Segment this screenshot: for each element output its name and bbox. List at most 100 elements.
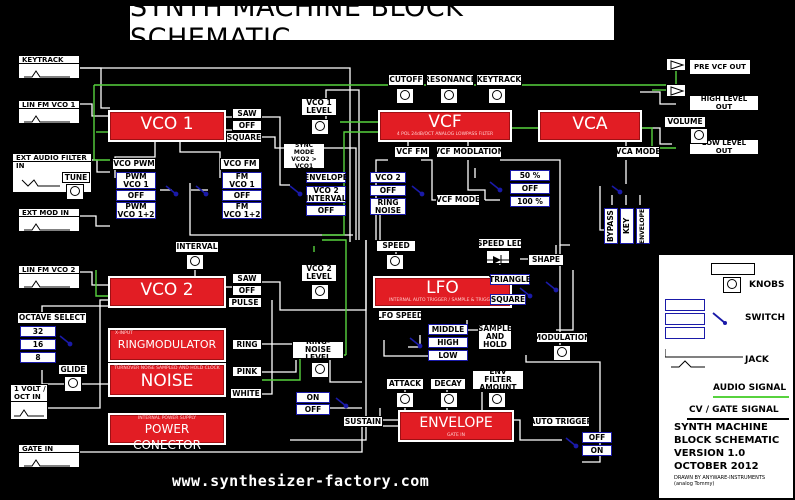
vco2-off-switch[interactable]: OFF [232, 285, 262, 296]
cutoff-label: CUTOFF [388, 74, 424, 86]
lin-fm-vco1-jack[interactable]: LIN FM VCO 1 [18, 100, 80, 124]
legend-jack-text: JACK [745, 355, 769, 365]
sustain-on-switch[interactable]: ON [296, 392, 330, 403]
vco-pwm-label: VCO PWM [112, 158, 156, 170]
ringmod-x-input: X-INPUT [115, 331, 133, 336]
website-footer[interactable]: www.synthesizer-factory.com [172, 472, 430, 490]
legend-line4: OCTOBER 2012 [674, 461, 759, 472]
pink-switch[interactable]: PINK [232, 366, 262, 377]
pwm-vco1-switch[interactable]: PWM VCO 1 [116, 172, 156, 189]
keytrack-input-jack[interactable]: KEYTRACK [18, 55, 80, 79]
glide-label: GLIDE [58, 364, 88, 375]
vcf-mod-100-switch[interactable]: 100 % [510, 196, 550, 207]
lfo-square-switch[interactable]: SQUARE [490, 294, 526, 305]
auto-trigger-on-switch[interactable]: ON [582, 445, 612, 456]
vcf-mod-off-switch[interactable]: OFF [510, 183, 550, 194]
sync-mode-label: SYNC MODE VCO2 > VCO1 [284, 142, 324, 170]
vco1-square-switch[interactable]: SQUARE [226, 132, 262, 143]
sustain-off-switch[interactable]: OFF [296, 404, 330, 415]
led-diode-icon [487, 255, 509, 265]
interval-label: INTERVAL [175, 241, 219, 253]
vcf-fm-vco2-switch[interactable]: VCO 2 [370, 172, 406, 183]
interval-off-switch[interactable]: OFF [306, 205, 346, 216]
fm-off-switch[interactable]: OFF [222, 190, 262, 201]
legend-switch-box-2 [665, 313, 705, 325]
tune-knob[interactable] [66, 184, 84, 200]
legend-switch-text: SWITCH [745, 313, 786, 323]
vco2-saw-switch[interactable]: SAW [232, 273, 262, 284]
modulation-label: MODULATION [533, 332, 591, 343]
high-level-out-label: HIGH LEVEL OUT [690, 95, 758, 111]
gate-in-jack[interactable]: GATE IN [18, 444, 80, 468]
cutoff-knob[interactable] [396, 88, 414, 104]
volume-knob[interactable] [690, 128, 708, 144]
ring-switch[interactable]: RING [232, 339, 262, 350]
pwm-off-switch[interactable]: OFF [116, 190, 156, 201]
lfo-title: LFO [426, 278, 459, 298]
vcf-keytrack-knob[interactable] [488, 88, 506, 104]
resonance-knob[interactable] [440, 88, 458, 104]
auto-trigger-off-switch[interactable]: OFF [582, 432, 612, 443]
noise-module: TURNOVER NOISE SAMPLED AND HOLD CLOCK NO… [108, 363, 226, 397]
ext-audio-filter-in-label: EXT AUDIO FILTER IN [13, 154, 91, 170]
legend-knob-icon [723, 277, 741, 293]
attack-knob[interactable] [396, 392, 414, 408]
lfo-speed-label: LFO SPEED [376, 310, 424, 321]
ringmodulator-module: X-INPUT RINGMODULATOR [108, 328, 226, 362]
ring-noise-level-knob[interactable] [311, 362, 329, 378]
vco2-interval-switch[interactable]: VCO 2 INTERVAL [305, 185, 347, 203]
legend-knobs-text: KNOBS [749, 280, 785, 290]
lfo-triangle-switch[interactable]: TRIANGLE [489, 274, 531, 285]
output-triangle-icons [670, 60, 685, 96]
vca-key-switch[interactable]: KEY [620, 208, 634, 244]
speed-label: SPEED [376, 240, 416, 252]
lin-fm-vco2-jack[interactable]: LIN FM VCO 2 [18, 265, 80, 289]
ext-mod-in-jack[interactable]: EXT MOD IN [18, 208, 80, 232]
octave-32-switch[interactable]: 32 [20, 326, 56, 337]
legend-cv-gate-line [687, 418, 789, 420]
vcf-fm-off-switch[interactable]: OFF [370, 185, 406, 196]
fm-vco1-switch[interactable]: FM VCO 1 [222, 172, 262, 189]
lfo-high-switch[interactable]: HIGH [428, 337, 468, 348]
speed-led-label: SPEED LED [476, 238, 524, 249]
ring-noise-level-label: RING-NOISE LEVEL [292, 338, 344, 362]
env-filter-amount-knob[interactable] [488, 392, 506, 408]
lfo-low-switch[interactable]: LOW [428, 350, 468, 361]
vca-bypass-switch[interactable]: BYPASS [604, 208, 618, 244]
vco1-off-switch[interactable]: OFF [232, 120, 262, 131]
octave-8-switch[interactable]: 8 [20, 352, 56, 363]
speed-knob[interactable] [386, 254, 404, 270]
decay-knob[interactable] [440, 392, 458, 408]
legend-switch-box-3 [665, 327, 705, 339]
legend-line3: VERSION 1.0 [674, 448, 746, 459]
power-subtitle: INTERNAL POWER SUPPLY [137, 416, 197, 421]
auto-trigger-label: AUTO TRIGGER [529, 416, 593, 427]
vcf-title: VCF [428, 112, 462, 132]
vco1-level-label: VCO 1 LEVEL [301, 98, 337, 116]
vca-envelope-switch[interactable]: ENVELOPE [636, 208, 650, 244]
interval-knob[interactable] [186, 254, 204, 270]
vco2-pulse-switch[interactable]: PULSE [228, 297, 262, 308]
white-switch[interactable]: WHITE [230, 388, 262, 399]
vcf-fm-ring-noise-switch[interactable]: RING NOISE [370, 198, 406, 215]
vco1-saw-switch[interactable]: SAW [232, 108, 262, 119]
vco2-level-knob[interactable] [311, 284, 329, 300]
pwm-vco12-switch[interactable]: PWM VCO 1+2 [116, 201, 156, 219]
lfo-middle-switch[interactable]: MIDDLE [428, 324, 468, 335]
pre-vcf-out-label: PRE VCF OUT [690, 60, 750, 74]
octave-select-label: OCTAVE SELECT [17, 312, 87, 324]
fm-vco12-switch[interactable]: FM VCO 1+2 [222, 201, 262, 219]
shape-label: SHAPE [528, 254, 564, 266]
vcf-mode-label: VCF MODE [435, 194, 481, 206]
modulation-knob[interactable] [553, 345, 571, 361]
lfo-module: LFO INTERNAL AUTO TRIGGER / SAMPLE & TRI… [373, 276, 512, 308]
glide-knob[interactable] [64, 376, 82, 392]
envelope-select-switch[interactable]: ENVELOPE [304, 172, 348, 183]
ringmod-title: RINGMODULATOR [117, 338, 217, 351]
legend-audio-signal-text: AUDIO SIGNAL [713, 383, 787, 393]
one-volt-oct-in-jack[interactable]: 1 VOLT / OCT IN [10, 384, 48, 420]
vco1-level-knob[interactable] [311, 119, 329, 135]
noise-subtitle: TURNOVER NOISE SAMPLED AND HOLD CLOCK [114, 366, 220, 371]
vcf-mod-50-switch[interactable]: 50 % [510, 170, 550, 181]
octave-16-switch[interactable]: 16 [20, 339, 56, 350]
